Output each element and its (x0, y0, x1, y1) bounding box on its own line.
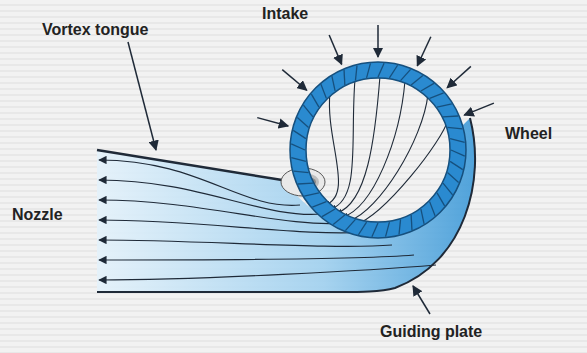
wheel-blade (450, 139, 465, 143)
streamline (331, 79, 355, 209)
wheel-blade (303, 105, 313, 117)
streamline (349, 94, 428, 221)
wheel-blade (399, 219, 401, 234)
part-label: Wheel (505, 124, 552, 143)
wheel-blade (355, 66, 357, 81)
wheel-blades (291, 63, 465, 237)
outflow-line (99, 240, 392, 246)
wheel-blade (401, 69, 411, 80)
wheel-blade (343, 70, 345, 85)
wheel-blade (304, 193, 319, 196)
wheel-blade (410, 215, 412, 230)
streamline (343, 81, 405, 217)
wheel-blade (447, 173, 458, 183)
wheel-blade (291, 144, 305, 150)
wheel-blade (333, 215, 345, 225)
wheel-blade (411, 75, 423, 85)
wheel-blade (378, 63, 384, 77)
streamlines (99, 76, 448, 280)
leader-line (128, 42, 156, 150)
wheel-blade (437, 193, 445, 206)
intake-arrow (377, 25, 379, 57)
intake-arrow (417, 37, 431, 66)
intake-arrow (329, 35, 342, 64)
intake-arrow (464, 103, 494, 115)
wheel-blade (430, 93, 444, 98)
intake-arrow (282, 70, 307, 91)
wheel-blade (322, 209, 335, 217)
streamline (337, 76, 380, 213)
wheel-blade (293, 130, 306, 138)
outflow-line (99, 255, 414, 260)
wheel-blade (297, 117, 308, 127)
leader-line (413, 286, 430, 314)
wheel-blade (312, 202, 326, 207)
part-label: Vortex tongue (42, 20, 148, 39)
wheel-inner-edge (306, 78, 450, 222)
wheel-blade (421, 209, 424, 224)
wheel-blade (298, 182, 313, 184)
wheel-blade (389, 65, 397, 78)
wheel-blade (451, 150, 465, 156)
streamline (325, 93, 339, 205)
wheel-blade (386, 222, 390, 237)
wheel-ring (298, 70, 458, 230)
wheel-blade (430, 202, 435, 216)
wheel-blade (443, 115, 458, 117)
outflow-line (99, 220, 366, 233)
wheel-blade (437, 104, 452, 107)
wheel-blade (447, 127, 462, 129)
intake-arrow (257, 118, 288, 126)
outflow-line (99, 160, 300, 205)
wheel-blade (321, 84, 326, 98)
outflow-line (99, 265, 436, 280)
wheel-blade (367, 63, 371, 78)
wheel-blade (443, 183, 453, 195)
intake-arrow (447, 66, 471, 87)
wheel-blade (294, 171, 309, 173)
wheel-blade (332, 76, 335, 91)
wheel-blade (358, 222, 366, 235)
wheel-outer-edge (290, 62, 466, 238)
part-label: Guiding plate (380, 322, 482, 341)
wheel-blade (450, 161, 463, 169)
wheel-blade (345, 219, 355, 230)
intake-arrows (257, 25, 494, 126)
part-label: Intake (262, 4, 308, 23)
part-label: Nozzle (12, 205, 63, 224)
wheel-blade (372, 223, 378, 237)
wheel-blade (421, 83, 434, 91)
wheel-blade (291, 158, 306, 162)
wheel-blade (311, 94, 319, 107)
